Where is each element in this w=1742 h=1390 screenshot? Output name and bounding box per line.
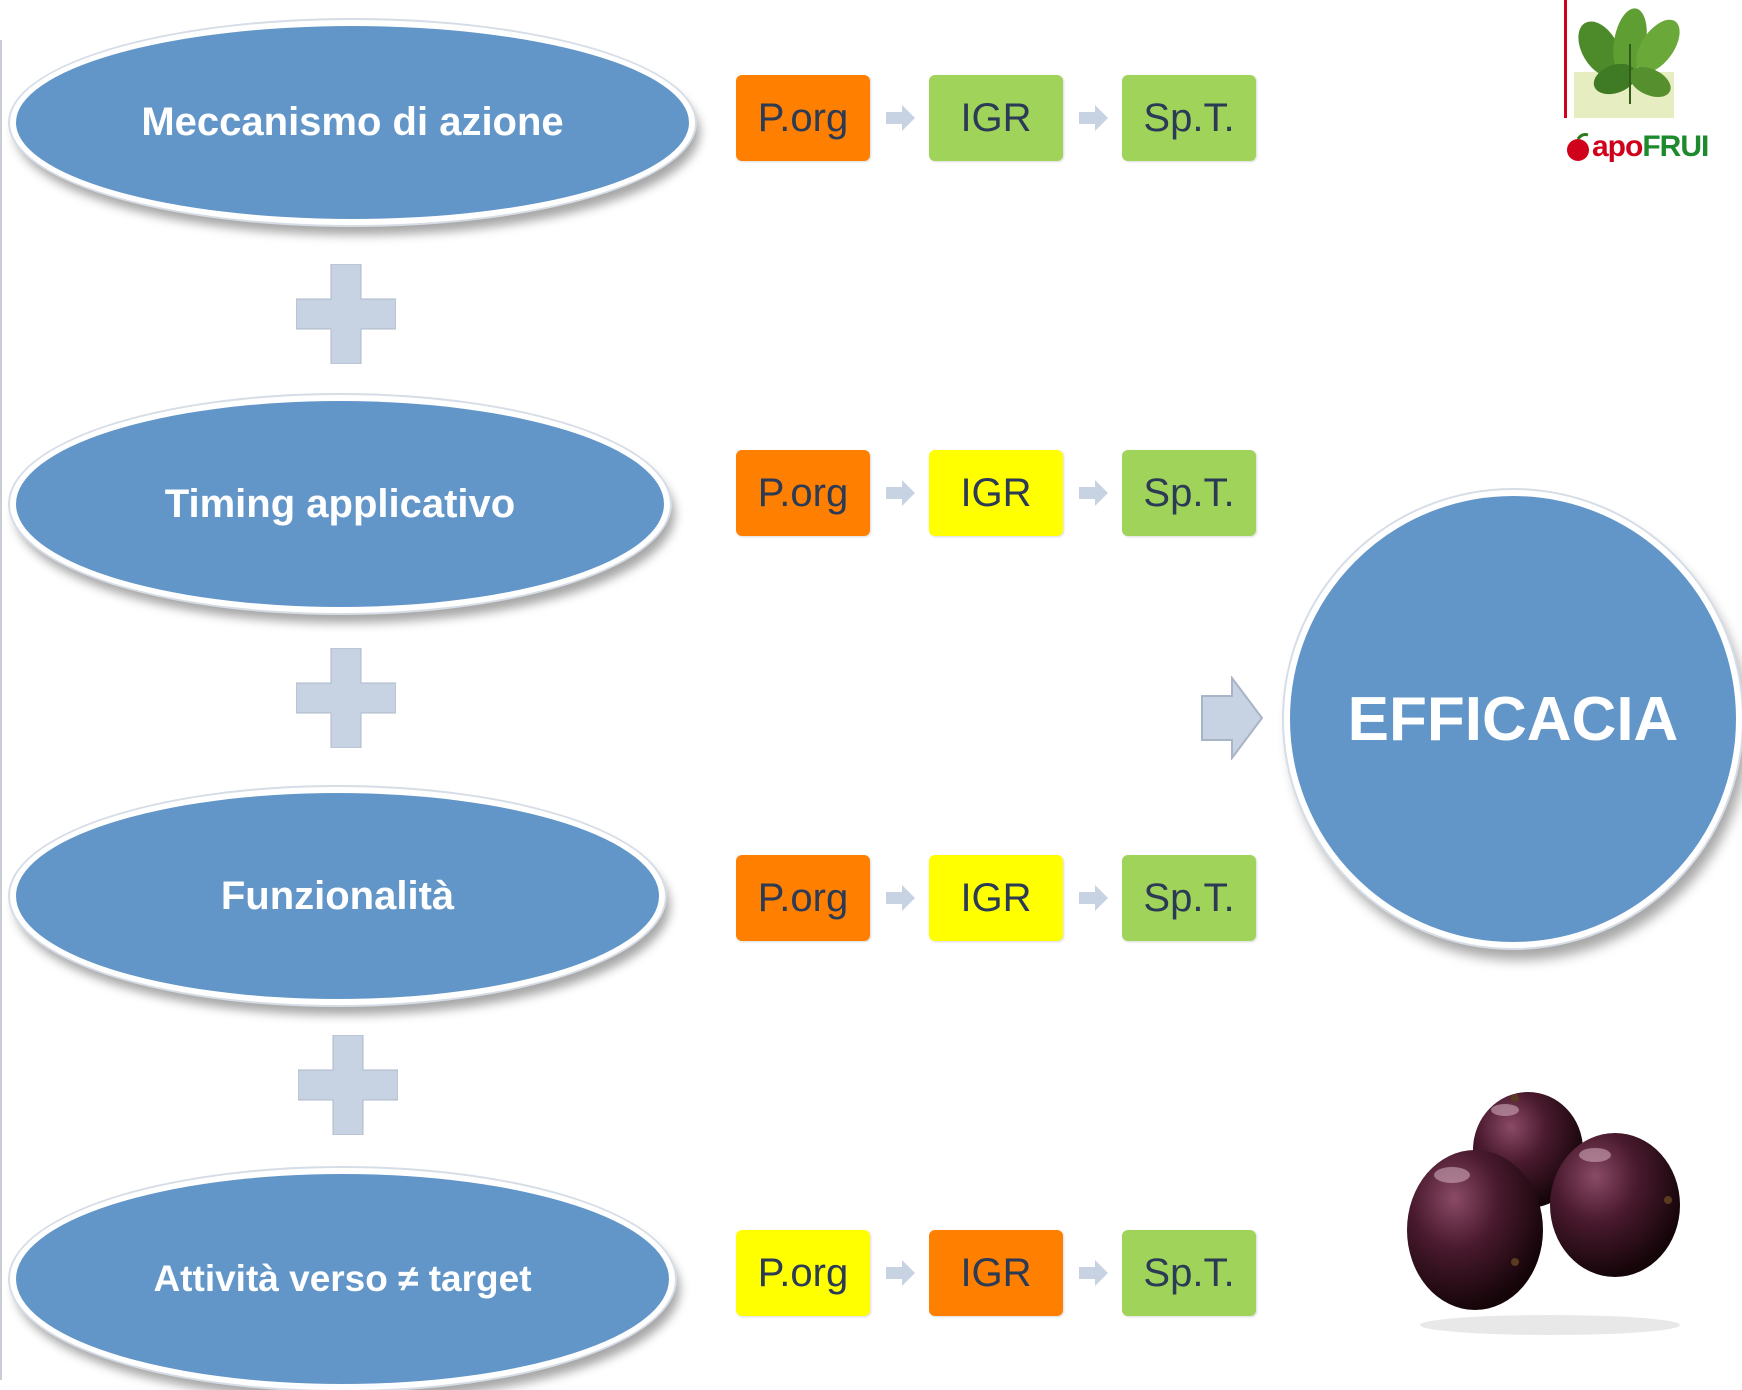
box-label: IGR xyxy=(960,875,1032,920)
left-edge-line xyxy=(0,40,2,1380)
arrow-right-icon xyxy=(1079,1260,1108,1286)
arrow-right-icon xyxy=(886,105,915,131)
box-label: P.org xyxy=(757,470,849,515)
row1-box-porg: P.org xyxy=(736,75,870,161)
box-label: Sp.T. xyxy=(1143,95,1235,140)
box-label: Sp.T. xyxy=(1143,1250,1235,1295)
factor-meccanismo: Meccanismo di azione xyxy=(10,20,695,225)
logo-text-green: FRUI xyxy=(1642,130,1709,163)
arrow-right-icon xyxy=(886,1260,915,1286)
box-label: IGR xyxy=(960,1250,1032,1295)
factor-timing: Timing applicativo xyxy=(10,395,670,613)
leaves-image xyxy=(1578,8,1680,104)
box-label: IGR xyxy=(960,470,1032,515)
arrow-right-icon xyxy=(1079,885,1108,911)
row3-box-porg: P.org xyxy=(736,855,870,941)
arrow-right-icon xyxy=(1079,105,1108,131)
factor-label: Funzionalità xyxy=(220,873,455,918)
row2-box-spt: Sp.T. xyxy=(1122,450,1256,536)
box-label: P.org xyxy=(757,95,849,140)
logo-text-red: apo xyxy=(1592,130,1643,163)
plus-icon xyxy=(296,264,396,364)
arrow-right-icon xyxy=(886,885,915,911)
box-label: P.org xyxy=(757,875,849,920)
row3-box-igr: IGR xyxy=(929,855,1063,941)
box-label: Sp.T. xyxy=(1143,470,1235,515)
row1-box-igr: IGR xyxy=(929,75,1063,161)
factor-label: Meccanismo di azione xyxy=(141,100,564,144)
factor-label: Timing applicativo xyxy=(164,481,516,526)
row2-box-porg: P.org xyxy=(736,450,870,536)
box-label: Sp.T. xyxy=(1143,875,1235,920)
row4-box-spt: Sp.T. xyxy=(1122,1230,1256,1316)
logo: apoFRUI xyxy=(1562,0,1742,175)
plums-image xyxy=(1407,1092,1680,1335)
factor-funzionalita: Funzionalità xyxy=(10,787,665,1005)
arrow-right-icon xyxy=(1079,480,1108,506)
arrow-right-icon xyxy=(1201,676,1264,760)
arrow-right-icon xyxy=(886,480,915,506)
box-label: P.org xyxy=(757,1250,849,1295)
row3-box-spt: Sp.T. xyxy=(1122,855,1256,941)
row1-box-spt: Sp.T. xyxy=(1122,75,1256,161)
row4-box-porg: P.org xyxy=(736,1230,870,1316)
logo-red-line xyxy=(1564,0,1567,118)
row4-box-igr: IGR xyxy=(929,1230,1063,1316)
plus-icon xyxy=(298,1035,398,1135)
factor-label: Attività verso ≠ target xyxy=(153,1258,532,1299)
row2-box-igr: IGR xyxy=(929,450,1063,536)
result-efficacia: EFFICACIA xyxy=(1284,490,1742,948)
logo-text: apoFRUI xyxy=(1592,130,1709,164)
plus-icon xyxy=(296,648,396,748)
result-label: EFFICACIA xyxy=(1347,684,1679,754)
factor-attivita: Attività verso ≠ target xyxy=(10,1168,675,1390)
apple-icon xyxy=(1567,133,1589,161)
box-label: IGR xyxy=(960,95,1032,140)
